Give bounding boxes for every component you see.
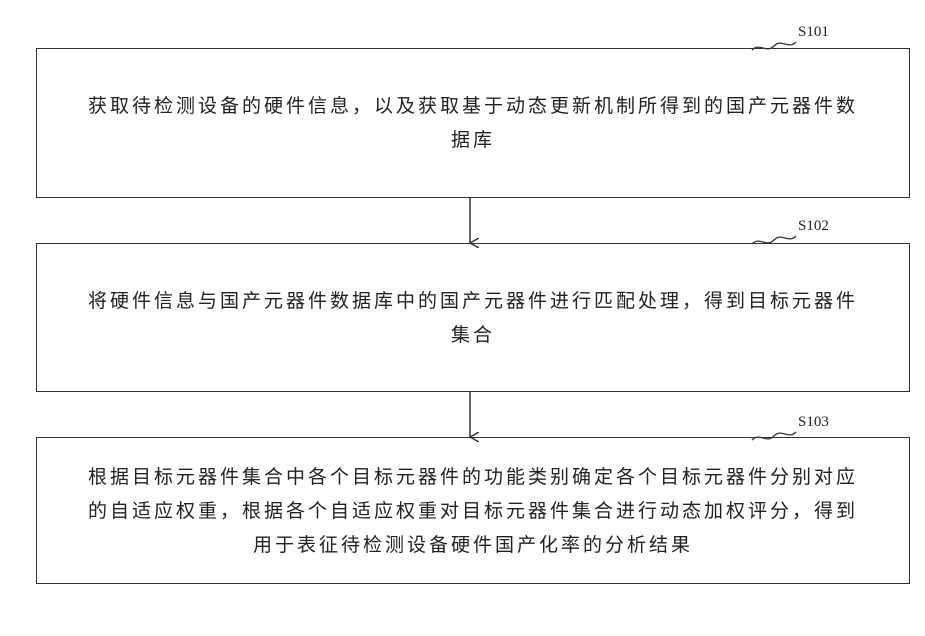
step-text-s102: 将硬件信息与国产元器件数据库中的国产元器件进行匹配处理，得到目标元器件 集合 [74,284,872,352]
step-label-s103: S103 [798,414,829,431]
step-text-s101: 获取待检测设备的硬件信息，以及获取基于动态更新机制所得到的国产元器件数 据库 [74,89,872,157]
step-box-s101: 获取待检测设备的硬件信息，以及获取基于动态更新机制所得到的国产元器件数 据库 [36,48,910,198]
step-box-s103: 根据目标元器件集合中各个目标元器件的功能类别确定各个目标元器件分别对应 的自适应… [36,437,910,584]
step-box-s102: 将硬件信息与国产元器件数据库中的国产元器件进行匹配处理，得到目标元器件 集合 [36,243,910,392]
step-text-s103: 根据目标元器件集合中各个目标元器件的功能类别确定各个目标元器件分别对应 的自适应… [74,460,872,562]
step-label-s101: S101 [798,24,829,41]
step-label-s102: S102 [798,218,829,235]
